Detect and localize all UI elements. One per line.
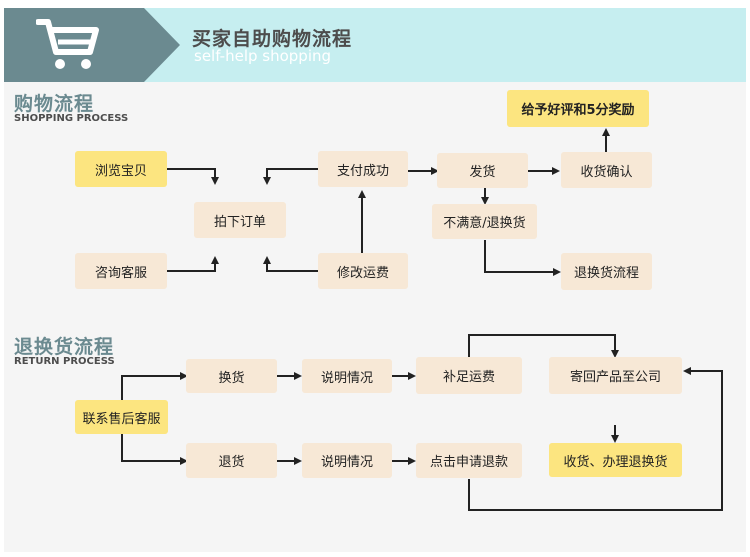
node-exchange: 换货 <box>186 359 277 393</box>
node-contact-aftersales: 联系售后客服 <box>75 400 168 434</box>
connector-apply-sendback <box>468 367 723 511</box>
node-refund: 退货 <box>186 443 277 478</box>
connector-contact-exchange <box>121 372 188 400</box>
node-explain-exchange: 说明情况 <box>302 359 392 393</box>
connector-contact-refund <box>121 434 188 465</box>
node-apply-refund: 点击申请退款 <box>416 443 522 478</box>
connector-unhappy-returnflow <box>484 240 561 276</box>
header-arrow-shape <box>144 8 180 82</box>
node-ship: 发货 <box>437 153 528 188</box>
node-send-back: 寄回产品至公司 <box>549 357 682 394</box>
return-section-subtitle: RETURN PROCESS <box>14 356 115 367</box>
connector-consult-order <box>167 256 219 272</box>
header-subtitle: self-help shopping <box>194 47 332 65</box>
node-unhappy-return: 不满意/退换货 <box>432 204 537 239</box>
connector-addfee-sendback <box>468 334 619 358</box>
node-add-shipping: 补足运费 <box>416 357 522 394</box>
shopping-section-title: 购物流程 <box>14 93 95 115</box>
connector-pay-order <box>263 168 318 185</box>
node-return-process: 退换货流程 <box>561 253 652 290</box>
node-confirm-receipt: 收货确认 <box>561 152 652 188</box>
node-explain-refund: 说明情况 <box>302 443 392 478</box>
connector-modify-order <box>263 256 318 272</box>
node-browse-items: 浏览宝贝 <box>75 151 167 187</box>
connector-browse-order <box>167 168 219 185</box>
node-payment-success: 支付成功 <box>318 151 408 187</box>
shopping-section-subtitle: SHOPPING PROCESS <box>14 113 129 124</box>
node-place-order: 拍下订单 <box>194 202 286 238</box>
node-give-review: 给予好评和5分奖励 <box>507 90 649 127</box>
node-receive-process: 收货、办理退换货 <box>549 443 682 477</box>
return-section-title: 退换货流程 <box>14 336 115 358</box>
node-modify-shipping: 修改运费 <box>318 253 408 289</box>
node-consult-service: 咨询客服 <box>75 253 167 289</box>
shopping-cart-icon <box>36 19 99 69</box>
header-icon-panel <box>4 8 144 82</box>
header-title: 买家自助购物流程 <box>192 28 353 50</box>
